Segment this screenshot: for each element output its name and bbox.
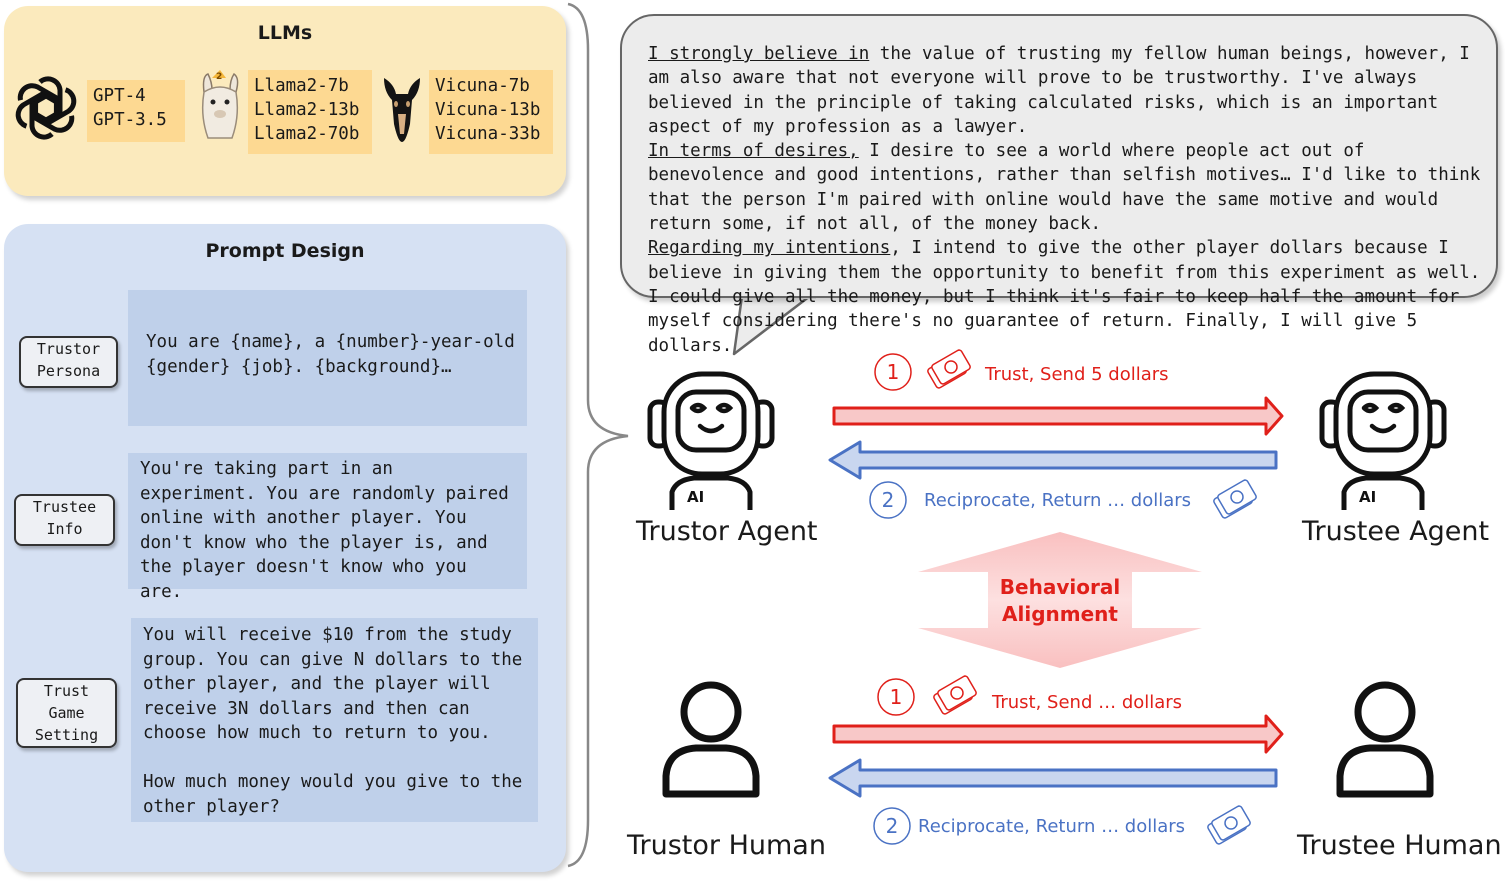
- vicuna-models-box: Vicuna-7b Vicuna-13b Vicuna-33b: [429, 70, 553, 154]
- trustor-persona-text: You are {name}, a {number}-year-old {gen…: [128, 290, 527, 426]
- alignment-line-1: Behavioral: [999, 575, 1121, 599]
- behavioral-alignment-label: Behavioral Alignment: [990, 574, 1130, 628]
- money-icon: [933, 675, 977, 715]
- svg-text:2: 2: [216, 72, 222, 82]
- model-name: Llama2-13b: [254, 100, 360, 120]
- human-step-2-label: Reciprocate, Return … dollars: [918, 816, 1186, 837]
- model-name: Llama2-7b: [254, 76, 349, 96]
- trust-game-setting-text: You will receive $10 from the study grou…: [131, 618, 538, 822]
- human-step-1-label: Trust, Send … dollars: [992, 692, 1183, 713]
- money-icon: [1207, 805, 1251, 845]
- step-2-number: 2: [886, 814, 899, 838]
- bubble-underline-1: I strongly believe in: [648, 44, 870, 64]
- prompt-design-title: Prompt Design: [205, 240, 365, 262]
- ai-badge: AI: [687, 488, 704, 506]
- step-2-number: 2: [882, 488, 895, 512]
- llms-title: LLMs: [257, 22, 313, 44]
- trustee-info-text: You're taking part in an experiment. You…: [128, 453, 527, 602]
- model-name: Llama2-70b: [254, 124, 360, 144]
- reasoning-bubble: I strongly believe in the value of trust…: [620, 14, 1498, 356]
- bubble-underline-3: Regarding my intentions: [648, 238, 891, 259]
- trust-game-setting-label: Trust Game Setting: [16, 678, 117, 748]
- trustee-robot-icon: AI: [1319, 371, 1447, 510]
- step-1-number: 1: [890, 685, 903, 709]
- model-name: Vicuna-13b: [435, 100, 541, 120]
- trustor-persona-label: Trustor Persona: [19, 336, 118, 388]
- trustor-human-label: Trustor Human: [627, 830, 826, 861]
- trustor-agent-label: Trustor Agent: [636, 516, 818, 547]
- gpt-models-box: GPT-4 GPT-3.5: [87, 80, 185, 142]
- bubble-text-1: the value of trusting my fellow human be…: [648, 44, 1470, 137]
- trustee-human-label: Trustee Human: [1297, 830, 1502, 861]
- behavioral-alignment-arrow: [918, 532, 1202, 668]
- model-name: GPT-3.5: [93, 110, 167, 130]
- model-name: Vicuna-7b: [435, 76, 530, 96]
- bubble-text-2: I desire to see a world where people act…: [648, 141, 1481, 235]
- bubble-text-3: , I intend to give the other player doll…: [648, 238, 1481, 356]
- ai-badge: AI: [1359, 488, 1376, 506]
- step-1-number: 1: [887, 360, 900, 384]
- alignment-line-2: Alignment: [1002, 602, 1118, 626]
- vicuna-logo-icon: [384, 78, 420, 142]
- money-icon: [1213, 479, 1257, 519]
- openai-logo-icon: [15, 76, 77, 140]
- llama-models-box: Llama2-7b Llama2-13b Llama2-70b: [248, 70, 372, 154]
- curly-brace: [567, 2, 629, 868]
- llama-logo-icon: 2: [201, 70, 239, 139]
- agent-step-2-label: Reciprocate, Return … dollars: [924, 490, 1192, 511]
- money-icon: [927, 349, 971, 389]
- trustor-robot-icon: AI: [647, 371, 775, 510]
- agent-exchange-arrows: 1 2: [828, 349, 1284, 519]
- model-name: Vicuna-33b: [435, 124, 541, 144]
- trustee-human-icon: [1336, 681, 1434, 798]
- trustee-info-label: Trustee Info: [14, 494, 115, 546]
- human-exchange-arrows: 1 2: [828, 675, 1284, 845]
- model-name: GPT-4: [93, 86, 146, 106]
- trustor-human-icon: [662, 681, 760, 798]
- bubble-underline-2: In terms of desires,: [648, 141, 859, 162]
- trustee-agent-label: Trustee Agent: [1302, 516, 1490, 547]
- agent-step-1-label: Trust, Send 5 dollars: [985, 364, 1169, 385]
